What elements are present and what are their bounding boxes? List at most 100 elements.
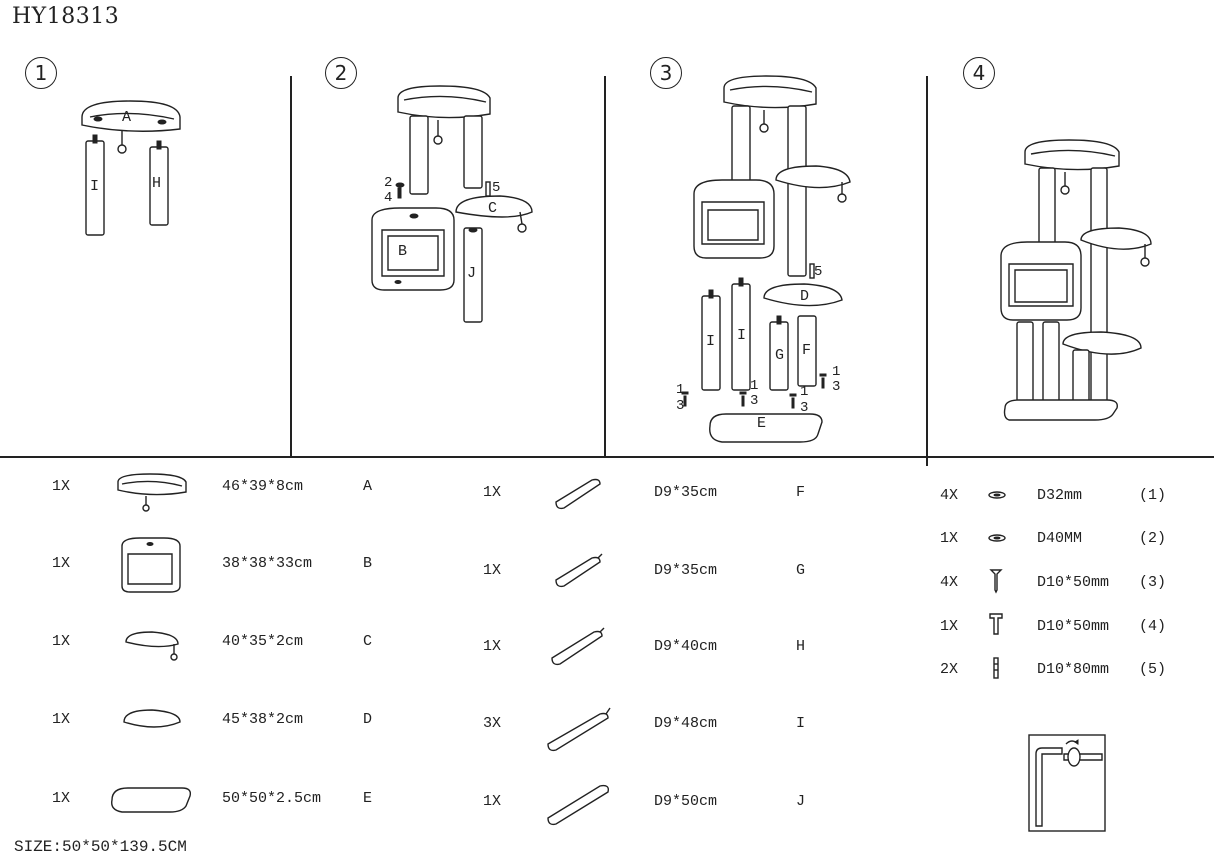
part-g-qty: 1X	[483, 562, 502, 579]
part-c-letter: C	[363, 633, 373, 650]
part-b-qty: 1X	[52, 555, 71, 572]
step3-label-c3: 3	[800, 400, 809, 416]
part-d-icon	[123, 709, 181, 728]
part-f-icon	[555, 478, 601, 510]
part-h-letter: H	[796, 638, 806, 655]
part-a-letter: A	[363, 478, 373, 495]
hardware-3-code: (3)	[1139, 574, 1167, 591]
part-c-dim: 40*35*2cm	[222, 633, 304, 650]
part-d-letter: D	[363, 711, 373, 728]
divider-1	[290, 76, 292, 456]
part-h-qty: 1X	[483, 638, 502, 655]
part-c-qty: 1X	[52, 633, 71, 650]
step3-label-c1: 1	[800, 384, 809, 400]
part-f-dim: D9*35cm	[654, 484, 718, 501]
part-h-icon	[551, 627, 605, 666]
step-number-4: 4	[963, 57, 995, 89]
screw-icon	[989, 569, 1003, 594]
step3-label-i-1: I	[706, 333, 716, 350]
step3-label-d: D	[800, 288, 810, 305]
part-h-dim: D9*40cm	[654, 638, 718, 655]
step3-label-b1: 1	[750, 378, 759, 394]
hardware-5-dim: D10*80mm	[1037, 661, 1110, 678]
divider-3	[926, 76, 928, 456]
part-i-letter: I	[796, 715, 806, 732]
part-g-letter: G	[796, 562, 806, 579]
divider-hardware	[926, 458, 928, 466]
washer-icon	[988, 491, 1006, 499]
part-b-letter: B	[363, 555, 373, 572]
table-divider	[0, 456, 1214, 458]
overall-size: SIZE:50*50*139.5CM	[14, 838, 187, 856]
part-a-dim: 46*39*8cm	[222, 478, 304, 495]
part-f-letter: F	[796, 484, 806, 501]
step4-drawing	[1000, 139, 1152, 421]
part-i-qty: 3X	[483, 715, 502, 732]
part-d-qty: 1X	[52, 711, 71, 728]
divider-2	[604, 76, 606, 456]
part-i-dim: D9*48cm	[654, 715, 718, 732]
part-i-icon	[547, 707, 611, 752]
step2-label-5: 5	[492, 180, 501, 196]
dowel-icon	[993, 657, 999, 679]
part-a-qty: 1X	[52, 478, 71, 495]
hardware-3-qty: 4X	[940, 574, 959, 591]
part-e-icon	[111, 787, 192, 813]
part-j-letter: J	[796, 793, 806, 810]
part-b-icon	[121, 537, 181, 593]
step-number-1: 1	[25, 57, 57, 89]
hardware-5-code: (5)	[1139, 661, 1167, 678]
step1-label-i: I	[90, 178, 100, 195]
part-j-dim: D9*50cm	[654, 793, 718, 810]
hardware-1-qty: 4X	[940, 487, 959, 504]
hardware-4-dim: D10*50mm	[1037, 618, 1110, 635]
part-b-dim: 38*38*33cm	[222, 555, 313, 572]
step1-label-a: A	[122, 109, 132, 126]
hardware-1-code: (1)	[1139, 487, 1167, 504]
step3-label-a3: 3	[676, 398, 685, 414]
washer-icon	[988, 534, 1006, 542]
step3-label-i-2: I	[737, 327, 747, 344]
hardware-2-dim: D40MM	[1037, 530, 1083, 547]
step2-label-2: 2	[384, 175, 393, 191]
part-e-qty: 1X	[52, 790, 71, 807]
part-e-dim: 50*50*2.5cm	[222, 790, 322, 807]
step-number-2: 2	[325, 57, 357, 89]
step2-label-b: B	[398, 243, 408, 260]
bolt-icon	[989, 613, 1003, 635]
model-number: HY18313	[12, 4, 120, 29]
step3-label-d3: 3	[832, 379, 841, 395]
hardware-3-dim: D10*50mm	[1037, 574, 1110, 591]
step3-label-5: 5	[814, 264, 823, 280]
part-g-icon	[555, 553, 603, 588]
step2-drawing	[371, 85, 533, 323]
hardware-5-qty: 2X	[940, 661, 959, 678]
allen-key-icon	[1028, 734, 1106, 832]
hardware-2-code: (2)	[1139, 530, 1167, 547]
part-j-qty: 1X	[483, 793, 502, 810]
hardware-2-qty: 1X	[940, 530, 959, 547]
hardware-4-qty: 1X	[940, 618, 959, 635]
hardware-1-dim: D32mm	[1037, 487, 1083, 504]
part-f-qty: 1X	[483, 484, 502, 501]
step2-label-4: 4	[384, 190, 393, 206]
step1-drawing	[81, 100, 181, 236]
part-e-letter: E	[363, 790, 373, 807]
step2-label-j: J	[467, 265, 477, 282]
part-c-icon	[125, 631, 179, 661]
part-g-dim: D9*35cm	[654, 562, 718, 579]
step3-label-d1: 1	[832, 364, 841, 380]
part-j-icon	[547, 784, 610, 826]
step1-label-h: H	[152, 175, 162, 192]
part-a-icon	[117, 473, 187, 512]
step3-label-e: E	[757, 415, 767, 432]
step3-label-a1: 1	[676, 382, 685, 398]
step3-label-b3: 3	[750, 393, 759, 409]
hardware-4-code: (4)	[1139, 618, 1167, 635]
part-d-dim: 45*38*2cm	[222, 711, 304, 728]
step-number-3: 3	[650, 57, 682, 89]
step3-label-g: G	[775, 347, 785, 364]
step3-label-f: F	[802, 342, 812, 359]
step3-drawing	[681, 75, 851, 443]
step2-label-c: C	[488, 200, 498, 217]
